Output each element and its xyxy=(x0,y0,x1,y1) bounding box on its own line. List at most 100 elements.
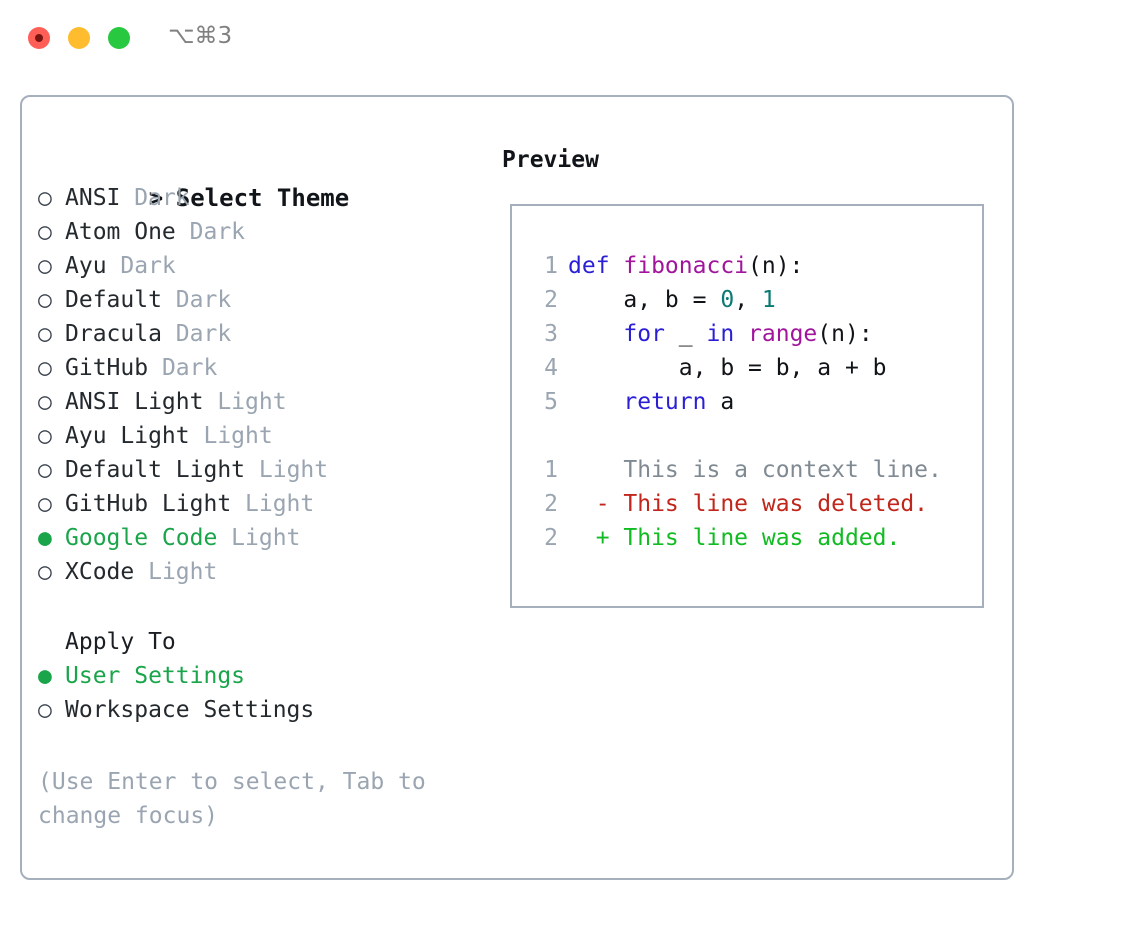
theme-option-default-light[interactable]: ○ Default Light Light xyxy=(38,453,488,487)
code-token: def xyxy=(568,253,624,279)
code-token: _ xyxy=(664,321,707,347)
theme-option-ansi[interactable]: ○ ANSI Dark xyxy=(38,181,488,215)
diff-text: This is a context line. xyxy=(568,457,942,483)
theme-name: Atom One xyxy=(65,219,190,245)
theme-variant-badge: Dark xyxy=(161,355,218,381)
code-line: 3 for _ in range(n): xyxy=(530,317,942,351)
title-bar: ⌥⌘3 xyxy=(0,0,1140,76)
apply-to-label: Workspace Settings xyxy=(65,697,315,723)
radio-unselected-icon: ○ xyxy=(38,423,52,449)
code-token: fibonacci xyxy=(623,253,749,279)
preview-title: Preview xyxy=(502,147,599,173)
theme-option-ansi-light[interactable]: ○ ANSI Light Light xyxy=(38,385,488,419)
theme-name: Default Light xyxy=(65,457,259,483)
code-token: for xyxy=(623,321,665,347)
code-line: 5 return a xyxy=(530,385,942,419)
line-number: 2 xyxy=(544,287,558,313)
diff-line-added: 2 + This line was added. xyxy=(530,521,942,555)
apply-to-option-workspace-settings[interactable]: ○ Workspace Settings xyxy=(38,693,488,727)
theme-variant-badge: Dark xyxy=(189,219,246,245)
theme-name: Ayu Light xyxy=(65,423,204,449)
theme-name: Ayu xyxy=(65,253,121,279)
radio-unselected-icon: ○ xyxy=(38,253,52,279)
radio-unselected-icon: ○ xyxy=(38,287,52,313)
theme-name: Google Code xyxy=(65,525,232,551)
theme-variant-badge: Light xyxy=(148,559,218,585)
theme-name: GitHub xyxy=(65,355,162,381)
code-token: in xyxy=(706,321,735,347)
apply-to-list: ● User Settings ○ Workspace Settings xyxy=(38,659,488,727)
radio-selected-icon: ● xyxy=(38,525,52,551)
theme-variant-badge: Light xyxy=(217,389,287,415)
theme-option-default[interactable]: ○ Default Dark xyxy=(38,283,488,317)
theme-variant-badge: Light xyxy=(203,423,273,449)
theme-list: ○ ANSI Dark ○ Atom One Dark ○ Ayu Dark ○ Defaul… xyxy=(38,181,488,589)
theme-name: XCode xyxy=(65,559,149,585)
theme-name: GitHub Light xyxy=(65,491,246,517)
maximize-window-button[interactable] xyxy=(108,27,130,49)
code-token: 0 xyxy=(720,287,735,313)
code-line: 1 def fibonacci(n): xyxy=(530,249,942,283)
code-token: , xyxy=(734,287,762,313)
diff-text: + This line was added. xyxy=(568,525,901,551)
page-title: Select Theme xyxy=(175,184,350,212)
radio-unselected-icon: ○ xyxy=(38,389,52,415)
apply-to-option-user-settings[interactable]: ● User Settings xyxy=(38,659,488,693)
line-number: 1 xyxy=(544,253,558,279)
line-number: 4 xyxy=(544,355,558,381)
theme-option-google-code[interactable]: ●Google Code Light xyxy=(38,521,488,555)
code-token xyxy=(734,321,748,347)
radio-unselected-icon: ○ xyxy=(38,457,52,483)
diff-line-context: 1 This is a context line. xyxy=(530,453,942,487)
code-token xyxy=(568,389,623,415)
diff-line-deleted: 2 - This line was deleted. xyxy=(530,487,942,521)
theme-variant-badge: Light xyxy=(245,491,315,517)
minimize-window-button[interactable] xyxy=(68,27,90,49)
apply-to-heading: Apply To xyxy=(65,629,176,655)
diff-text: - This line was deleted. xyxy=(568,491,929,517)
line-number: 2 xyxy=(544,525,558,551)
radio-selected-icon: ● xyxy=(38,663,52,689)
theme-option-dracula[interactable]: ○Dracula Dark xyxy=(38,317,488,351)
blank-separator xyxy=(530,419,942,453)
theme-variant-badge: Dark xyxy=(134,185,190,211)
theme-variant-badge: Dark xyxy=(120,253,176,279)
radio-unselected-icon: ○ xyxy=(38,355,52,381)
code-token: a, b = xyxy=(568,287,721,313)
theme-variant-badge: Dark xyxy=(175,287,232,313)
theme-picker-dialog: > Select Theme ○ ANSI Dark ○ Atom One Dark ○ A… xyxy=(20,95,1014,880)
theme-name: Dracula xyxy=(65,321,176,347)
radio-unselected-icon: ○ xyxy=(38,491,52,517)
theme-variant-badge: Dark xyxy=(175,321,232,347)
code-token: range xyxy=(748,321,818,347)
theme-name: ANSI Light xyxy=(65,389,218,415)
theme-option-atom-one[interactable]: ○ Atom One Dark xyxy=(38,215,488,249)
prompt-caret-icon: > xyxy=(148,184,164,212)
code-token: (n): xyxy=(817,321,873,347)
theme-option-github[interactable]: ○ GitHub Dark xyxy=(38,351,488,385)
theme-option-ayu[interactable]: ○ Ayu Dark xyxy=(38,249,488,283)
prompt-header: > Select Theme xyxy=(38,147,488,212)
code-token: return xyxy=(623,389,707,415)
close-window-button[interactable] xyxy=(28,27,50,49)
line-number: 1 xyxy=(544,457,558,483)
theme-name: Default xyxy=(65,287,176,313)
line-number: 3 xyxy=(544,321,558,347)
theme-option-ayu-light[interactable]: ○ Ayu Light Light xyxy=(38,419,488,453)
radio-unselected-icon: ○ xyxy=(38,559,52,585)
theme-option-github-light[interactable]: ○ GitHub Light Light xyxy=(38,487,488,521)
radio-unselected-icon: ○ xyxy=(38,219,52,245)
code-token: (n): xyxy=(748,253,804,279)
code-token: a xyxy=(706,389,735,415)
radio-unselected-icon: ○ xyxy=(38,185,52,211)
theme-option-xcode[interactable]: ○ XCode Light xyxy=(38,555,488,589)
line-number: 5 xyxy=(544,389,558,415)
code-token: a, b = b, a + b xyxy=(568,355,887,381)
theme-name: ANSI xyxy=(65,185,135,211)
theme-variant-badge: Light xyxy=(258,457,329,483)
apply-to-label: User Settings xyxy=(65,663,246,689)
radio-unselected-icon: ○ xyxy=(38,697,52,723)
